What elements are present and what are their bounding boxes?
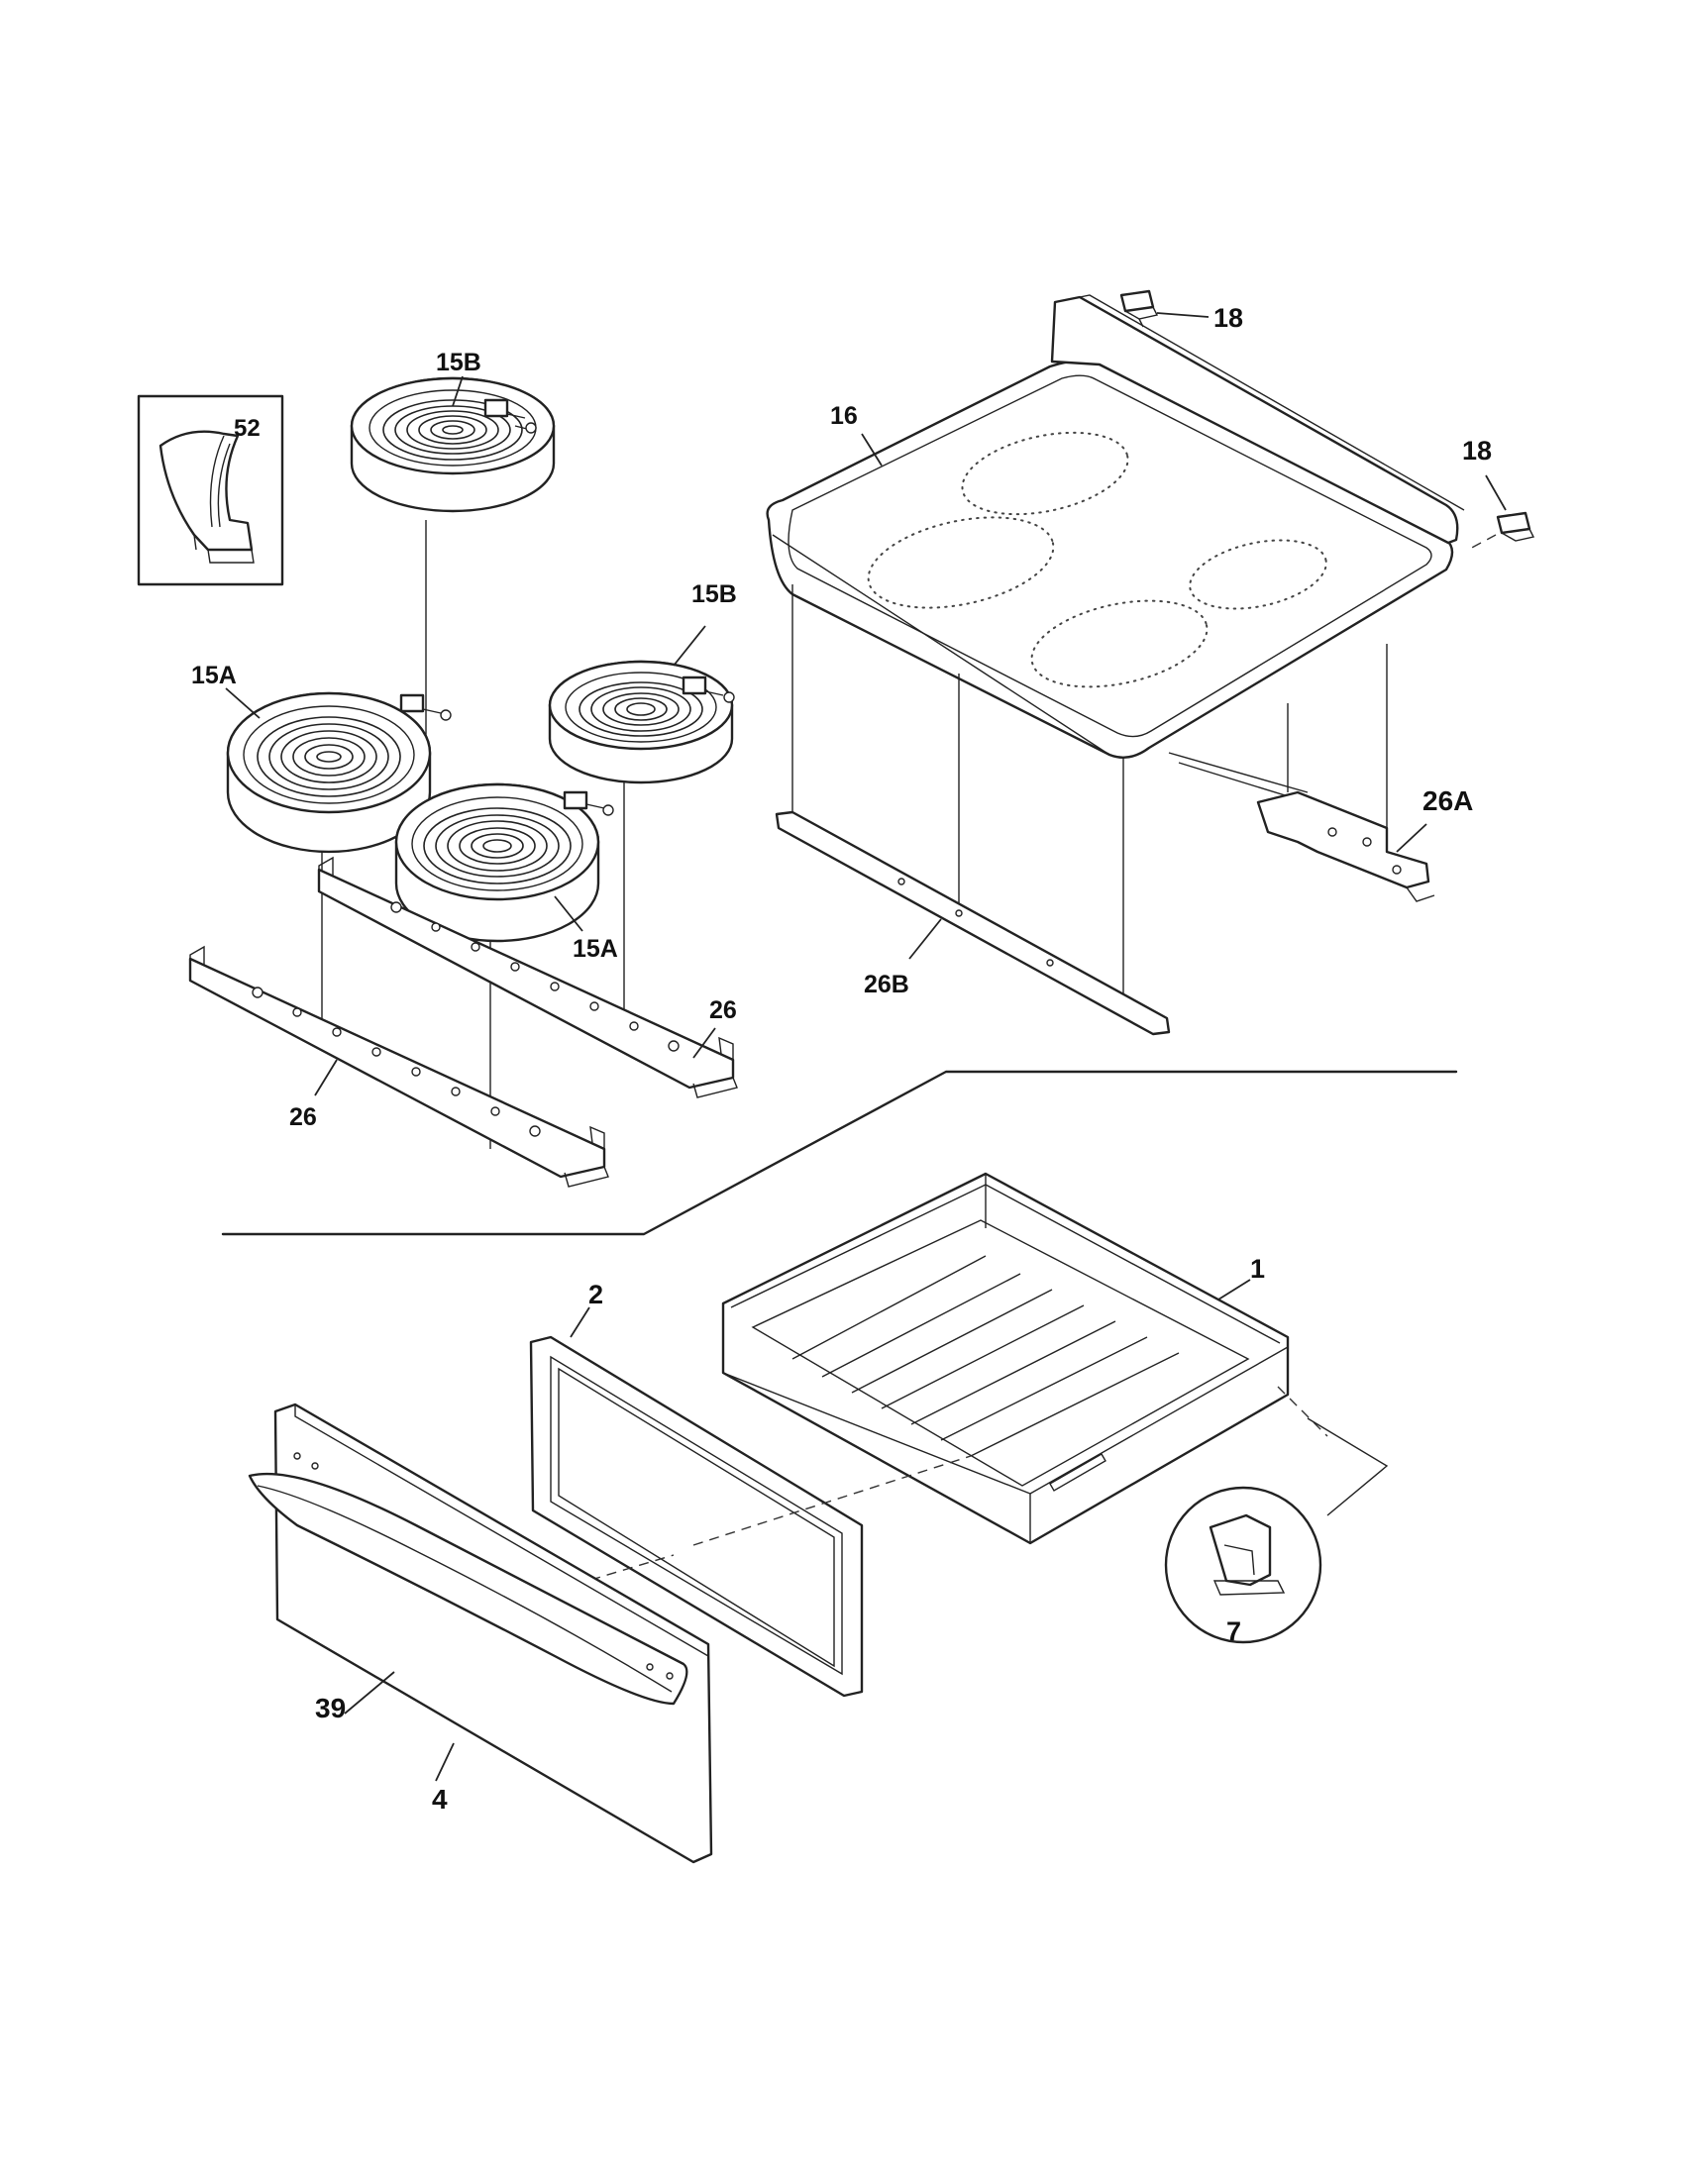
inset-part-7: 7 bbox=[1164, 1417, 1389, 1646]
bracket-26b: 26B bbox=[775, 810, 1171, 1036]
callout-39: 39 bbox=[315, 1693, 346, 1723]
callout-52: 52 bbox=[234, 415, 261, 442]
callout-1: 1 bbox=[1250, 1254, 1265, 1284]
part-52-inset: 52 bbox=[137, 394, 284, 586]
callout-26-rear: 26 bbox=[709, 996, 737, 1024]
callout-26-front: 26 bbox=[289, 1103, 317, 1131]
callout-18-top: 18 bbox=[1213, 303, 1243, 333]
callout-26b: 26B bbox=[864, 971, 909, 998]
callout-18-right: 18 bbox=[1462, 436, 1492, 466]
element-15a-front: 15A bbox=[394, 782, 618, 1149]
element-15b-right: 15B bbox=[548, 580, 737, 1030]
callout-15a-front: 15A bbox=[573, 935, 618, 963]
bracket-26-front: 26 bbox=[188, 945, 609, 1188]
callout-2: 2 bbox=[588, 1280, 603, 1309]
cooktop-16: 16 bbox=[766, 294, 1465, 1000]
bracket-26a: 26A bbox=[1168, 752, 1473, 902]
bracket-26-rear: 26 bbox=[317, 856, 738, 1098]
callout-16: 16 bbox=[830, 402, 858, 430]
callout-15b-right: 15B bbox=[691, 580, 737, 608]
section-divider bbox=[221, 1070, 1458, 1236]
drawer-body-1: 1 bbox=[721, 1172, 1328, 1545]
callout-4: 4 bbox=[432, 1784, 448, 1815]
clip-18-top: 18 bbox=[1119, 289, 1243, 333]
callout-15b-rear: 15B bbox=[436, 349, 481, 376]
callout-15a-left: 15A bbox=[191, 662, 237, 689]
callout-7: 7 bbox=[1226, 1616, 1241, 1646]
element-15a-left: 15A bbox=[191, 662, 452, 1020]
callout-26a: 26A bbox=[1422, 785, 1473, 816]
drawer-frame-2: 2 bbox=[529, 1280, 972, 1698]
clip-18-right: 18 bbox=[1462, 436, 1535, 552]
drawer-front-4: 39 4 bbox=[248, 1403, 713, 1864]
element-15b-rear: 15B bbox=[350, 349, 556, 911]
